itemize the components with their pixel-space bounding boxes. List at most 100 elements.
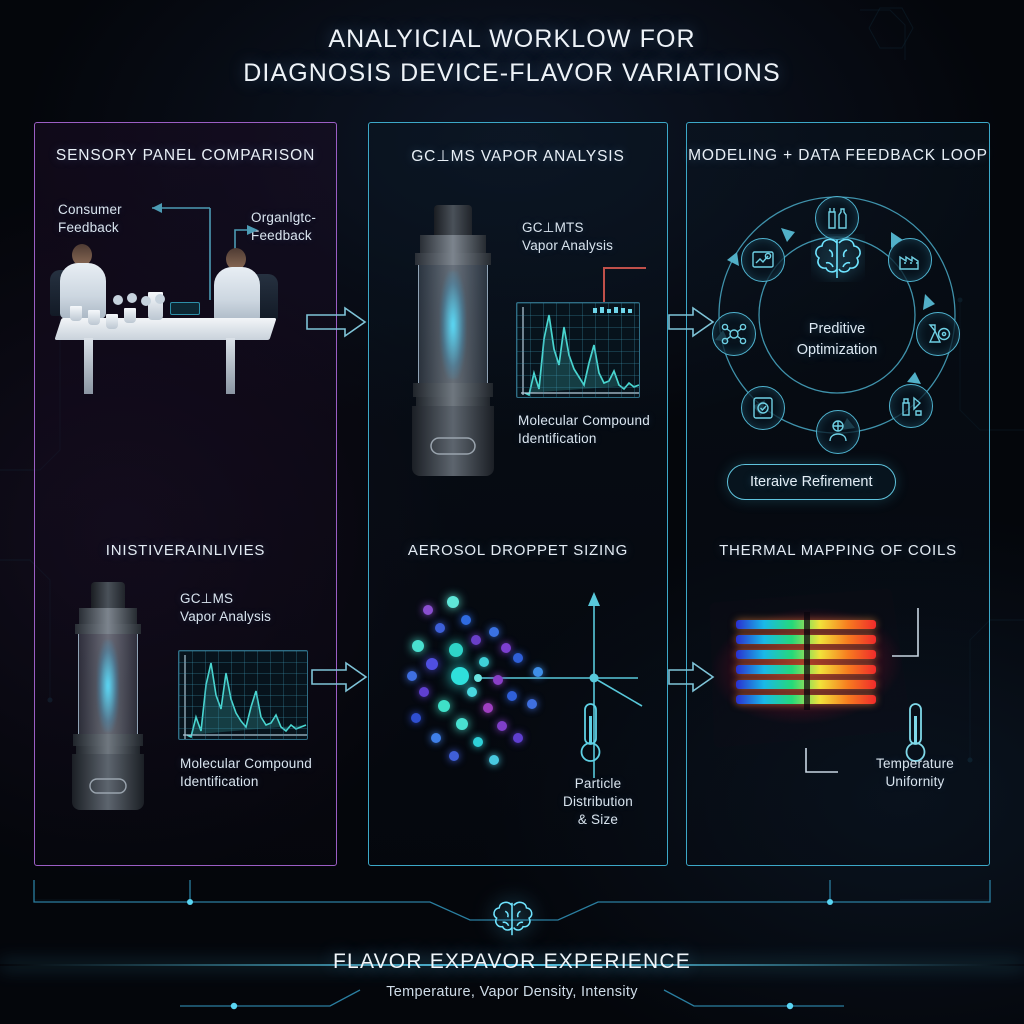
thermal-coil-heatmap bbox=[709, 588, 913, 748]
page-title-line-1: ANALYICIAL WORKLOW FOR bbox=[328, 25, 696, 53]
chart-gcms-spectrum-bottom bbox=[178, 650, 308, 740]
vape-device-left bbox=[60, 582, 156, 812]
scatter-point bbox=[447, 596, 459, 608]
brain-icon bbox=[493, 901, 533, 936]
scientist-head bbox=[72, 244, 92, 266]
scatter-point bbox=[471, 635, 481, 645]
coil-center-seam bbox=[804, 612, 810, 710]
user-network-icon bbox=[829, 420, 847, 442]
label-gcms-vapor-analysis-top: GC⊥MTS Vapor Analysis bbox=[522, 220, 614, 253]
bottle-flavor-icon bbox=[828, 208, 847, 229]
vape-mouthpiece bbox=[434, 205, 472, 235]
scatter-point bbox=[423, 605, 433, 615]
data-chart-gear-icon bbox=[752, 251, 774, 268]
page-title-line-2: DIAGNOSIS DEVICE-FLAVOR VARIATIONS bbox=[243, 59, 781, 87]
label-gcms-vapor-analysis-left: GC⊥MS Vapor Analysis bbox=[180, 591, 272, 624]
scatter-point bbox=[426, 658, 438, 670]
vape-ring bbox=[76, 746, 140, 754]
loop-node-bottle-flavor-icon[interactable] bbox=[815, 196, 859, 240]
flow-arrow-aerosol-to-thermal bbox=[668, 661, 715, 693]
scatter-point bbox=[527, 699, 537, 709]
panel-2-header: GC⊥MS VAPOR ANALYSIS bbox=[411, 148, 625, 165]
vape-coil-glow bbox=[97, 640, 119, 732]
scatter-point bbox=[435, 623, 445, 633]
loop-node-data-chart-gear-icon[interactable] bbox=[741, 238, 785, 282]
sensory-panel-illustration bbox=[48, 230, 290, 410]
chart-aerosol-droplet-scatter bbox=[398, 588, 643, 788]
vape-ring bbox=[413, 383, 493, 397]
footer-connector-traces bbox=[33, 880, 991, 1010]
evaluation-tablet bbox=[170, 302, 200, 315]
scientist-head bbox=[226, 248, 246, 270]
vape-base bbox=[412, 406, 494, 476]
vape-collar bbox=[79, 608, 137, 624]
scatter-point bbox=[489, 755, 499, 765]
scatter-point bbox=[449, 751, 459, 761]
scatter-point bbox=[412, 640, 424, 652]
vape-button[interactable] bbox=[89, 778, 127, 794]
checklist-approved-icon bbox=[753, 397, 773, 419]
footer-glow-line bbox=[0, 964, 1024, 966]
scatter-point bbox=[461, 615, 471, 625]
scatter-point bbox=[449, 643, 463, 657]
sample-cup bbox=[124, 308, 136, 323]
panel-1-header: SENSORY PANEL COMPARISON bbox=[55, 147, 316, 164]
footer-band bbox=[0, 880, 1024, 1024]
thermal-callout-brackets bbox=[805, 608, 919, 773]
chart-gcms-spectrum-top bbox=[516, 302, 640, 398]
scatter-point bbox=[451, 667, 469, 685]
loop-node-checklist-approved-icon[interactable] bbox=[741, 386, 785, 430]
caption-molecular-compound-left: Molecular Compound Identification bbox=[180, 756, 312, 789]
sample-cup bbox=[70, 306, 82, 321]
loop-node-sample-tags-icon[interactable] bbox=[889, 384, 933, 428]
vape-collar bbox=[75, 624, 141, 634]
scatter-point bbox=[419, 687, 429, 697]
vape-collar bbox=[420, 235, 486, 253]
scatter-point bbox=[501, 643, 511, 653]
table-leg bbox=[226, 338, 235, 394]
footer-subtitle: Temperature, Vapor Density, Intensity bbox=[386, 984, 638, 1000]
section-header-interviews: INISTIVERAINLIVIES bbox=[105, 542, 266, 559]
chart-series-line bbox=[521, 307, 639, 397]
flask-gauge-icon bbox=[928, 324, 951, 343]
vape-ring bbox=[73, 734, 143, 746]
sample-vials bbox=[113, 293, 165, 306]
chart-series-line bbox=[183, 655, 307, 739]
loop-node-factory-icon[interactable] bbox=[888, 238, 932, 282]
chart-gridlines bbox=[179, 651, 307, 739]
thermometer-icon bbox=[580, 703, 601, 762]
factory-icon bbox=[899, 255, 919, 270]
sample-tags-icon bbox=[902, 396, 922, 416]
scatter-point bbox=[483, 703, 493, 713]
flow-arrow-interviews-to-aerosol bbox=[311, 661, 368, 693]
scientist-coat bbox=[214, 267, 260, 323]
caption-temperature-uniformity: Temperature Unifornity bbox=[876, 756, 954, 789]
sample-cup bbox=[88, 310, 100, 325]
vape-button[interactable] bbox=[430, 437, 476, 455]
brain-icon bbox=[815, 238, 861, 278]
scatter-point bbox=[489, 627, 499, 637]
loop-node-molecule-node-icon[interactable] bbox=[712, 312, 756, 356]
loop-node-flask-gauge-icon[interactable] bbox=[916, 312, 960, 356]
badge-iterative-refinement[interactable]: Iteraive Refirement bbox=[727, 464, 896, 500]
flow-arrow-gcms-to-modeling bbox=[668, 306, 715, 338]
chart-gridlines bbox=[517, 303, 639, 397]
scatter-point bbox=[456, 718, 468, 730]
loop-node-user-network-icon[interactable] bbox=[816, 410, 860, 454]
vape-collar bbox=[415, 253, 491, 265]
scatter-point bbox=[479, 657, 489, 667]
vape-base bbox=[72, 754, 144, 810]
scatter-point bbox=[507, 691, 517, 701]
vape-mouthpiece bbox=[91, 582, 125, 608]
scatter-point bbox=[431, 733, 441, 743]
footer-title: FLAVOR EXPAVOR EXPERIENCE bbox=[333, 950, 691, 973]
scatter-point bbox=[513, 653, 523, 663]
scatter-axes bbox=[474, 592, 643, 778]
label-consumer-feedback: Consumer Feedback bbox=[58, 202, 122, 235]
page-title: ANALYICIAL WORKLOW FOR DIAGNOSIS DEVICE-… bbox=[0, 22, 1024, 90]
scatter-point bbox=[411, 713, 421, 723]
loop-center-label: Preditive Optimization bbox=[796, 321, 878, 358]
thermometer-icon bbox=[905, 703, 926, 762]
scatter-point bbox=[473, 737, 483, 747]
vape-coil-glow bbox=[440, 271, 466, 379]
